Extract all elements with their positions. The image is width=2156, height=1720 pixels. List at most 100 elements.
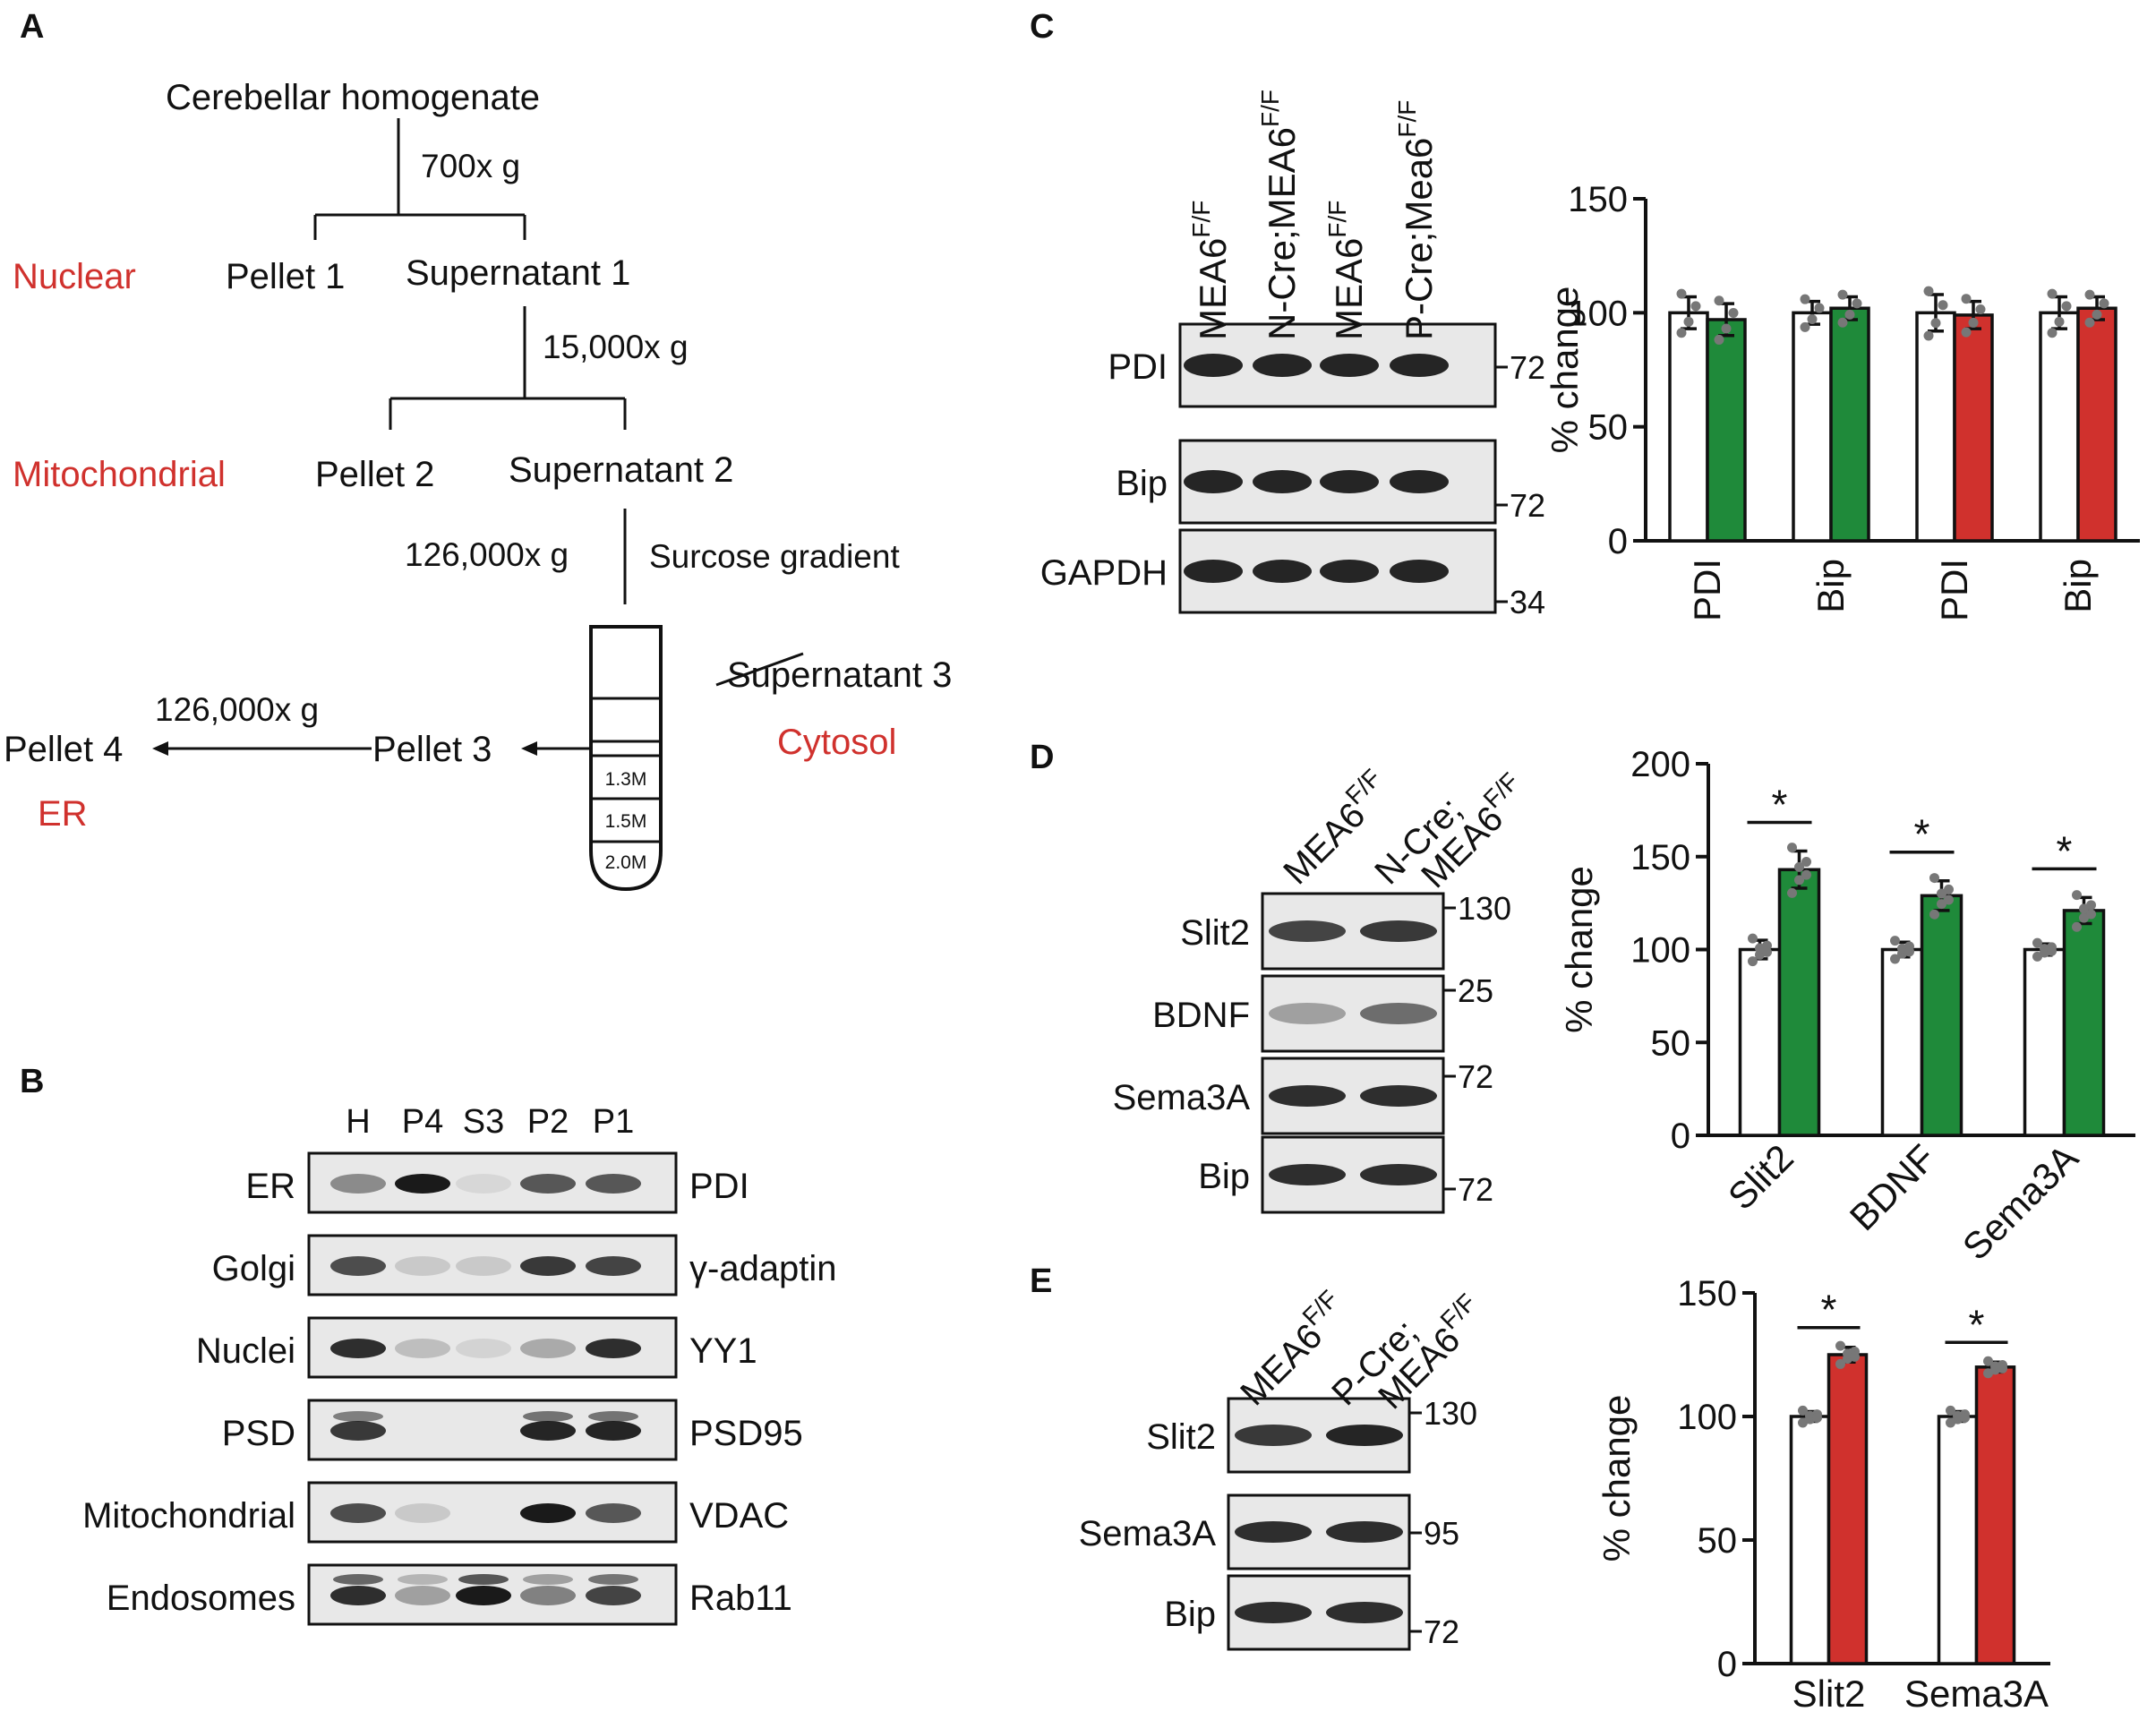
x-tick-label: Slit2 xyxy=(1720,1136,1801,1218)
sample-dot xyxy=(1923,330,1934,341)
sample-dot xyxy=(1937,888,1946,899)
blot-band xyxy=(520,1174,576,1194)
blot-band xyxy=(520,1503,576,1523)
sample-dot xyxy=(1929,873,1939,884)
sample-dot xyxy=(1801,857,1811,868)
sample-dot xyxy=(1787,887,1797,898)
sample-dot xyxy=(2092,309,2102,320)
y-tick-label: 100 xyxy=(1630,931,1690,971)
significance-star: * xyxy=(2057,827,2073,874)
sample-dot xyxy=(1890,954,1900,964)
sample-dot xyxy=(1844,309,1855,320)
sample-dot xyxy=(2054,316,2065,327)
compartment-label: PSD xyxy=(222,1414,295,1453)
fraction-mitochondrial: Mitochondrial xyxy=(13,455,226,494)
bar xyxy=(2062,909,2106,1137)
sample-dot xyxy=(1852,298,1862,309)
sample-dot xyxy=(1837,317,1848,328)
lane-label: H xyxy=(346,1103,370,1141)
lane-genotype-label: N-Cre;MEA6F/F xyxy=(1256,90,1303,340)
panel-label-c: C xyxy=(1030,8,1054,46)
tube-layer-label: 1.5M xyxy=(605,811,647,832)
sample-dot xyxy=(1801,869,1811,880)
sample-dot xyxy=(1850,1351,1860,1362)
blot-band xyxy=(1184,354,1243,377)
supernatant-3: Supernatant 3 xyxy=(727,655,952,695)
arrow-to-pellet4 xyxy=(152,741,168,756)
sample-dot xyxy=(1937,899,1946,910)
blot-band xyxy=(1326,1521,1403,1543)
supernatant-1: Supernatant 1 xyxy=(406,253,630,293)
sample-dot xyxy=(1904,946,1914,957)
significance-star: * xyxy=(1821,1287,1837,1333)
sample-dot xyxy=(1798,1405,1808,1416)
blot-band xyxy=(1390,560,1449,583)
sample-dot xyxy=(1890,936,1900,946)
bar xyxy=(1738,947,1782,1137)
bar xyxy=(1937,1415,1979,1665)
mw-label: 72 xyxy=(1424,1613,1459,1650)
sample-dot xyxy=(1961,327,1972,338)
marker-label: γ-adaptin xyxy=(689,1249,837,1288)
pellet-4: Pellet 4 xyxy=(4,730,123,769)
x-tick-label: Sema3A xyxy=(1904,1673,2049,1715)
blot-band xyxy=(1235,1425,1312,1446)
sample-dot xyxy=(1676,328,1687,338)
bar xyxy=(1920,894,1964,1137)
bar xyxy=(1953,313,1994,543)
y-tick-label: 50 xyxy=(1698,1521,1738,1561)
blot-band xyxy=(456,1339,511,1358)
sample-dot xyxy=(1762,946,1772,957)
blot-band xyxy=(523,1411,573,1422)
fraction-nuclear: Nuclear xyxy=(13,257,136,296)
sample-dot xyxy=(1800,321,1810,332)
bar xyxy=(1706,318,1747,543)
sample-dot xyxy=(1748,933,1758,944)
y-tick-label: 150 xyxy=(1568,180,1628,219)
sample-dot xyxy=(2084,317,2095,328)
blot-band xyxy=(1235,1521,1312,1543)
blot-band xyxy=(1184,470,1243,493)
blot-band xyxy=(520,1339,576,1358)
sample-dot xyxy=(1944,894,1954,905)
marker-label: YY1 xyxy=(689,1331,757,1371)
lane-label: S3 xyxy=(463,1103,504,1141)
blot-band xyxy=(520,1256,576,1276)
marker-label: Rab11 xyxy=(689,1579,792,1618)
bar xyxy=(1668,311,1709,543)
sample-dot xyxy=(1923,286,1934,296)
marker-label: PDI xyxy=(689,1167,749,1206)
mw-label: 72 xyxy=(1510,487,1545,524)
bar xyxy=(1880,947,1924,1137)
sample-dot xyxy=(1683,316,1694,327)
marker-label: VDAC xyxy=(689,1496,789,1536)
blot-band xyxy=(586,1586,641,1605)
compartment-label: Golgi xyxy=(212,1249,295,1288)
sample-dot xyxy=(1787,843,1797,853)
sample-dot xyxy=(1728,307,1739,318)
y-tick-label: 50 xyxy=(1651,1023,1691,1063)
centrifuge-tube xyxy=(589,625,663,892)
sample-dot xyxy=(2061,301,2072,312)
pellet-1: Pellet 1 xyxy=(226,257,345,296)
spin-speed-3: 126,000x g xyxy=(405,536,569,573)
blot-band xyxy=(1360,920,1437,942)
sample-dot xyxy=(2047,288,2058,299)
blot-band xyxy=(1360,1003,1437,1024)
y-tick-label: 50 xyxy=(1588,408,1629,448)
sample-dot xyxy=(1794,861,1804,872)
blot-band xyxy=(588,1574,638,1585)
x-tick-label: Sema3A xyxy=(1955,1136,2086,1268)
blot-band xyxy=(330,1503,386,1523)
sample-dot xyxy=(2072,921,2082,932)
blot-band xyxy=(1326,1602,1403,1623)
blot-band xyxy=(586,1174,641,1194)
bar xyxy=(1777,868,1821,1137)
panel-label-a: A xyxy=(20,8,44,46)
compartment-label: Endosomes xyxy=(107,1579,295,1618)
blot-band xyxy=(1390,354,1449,377)
